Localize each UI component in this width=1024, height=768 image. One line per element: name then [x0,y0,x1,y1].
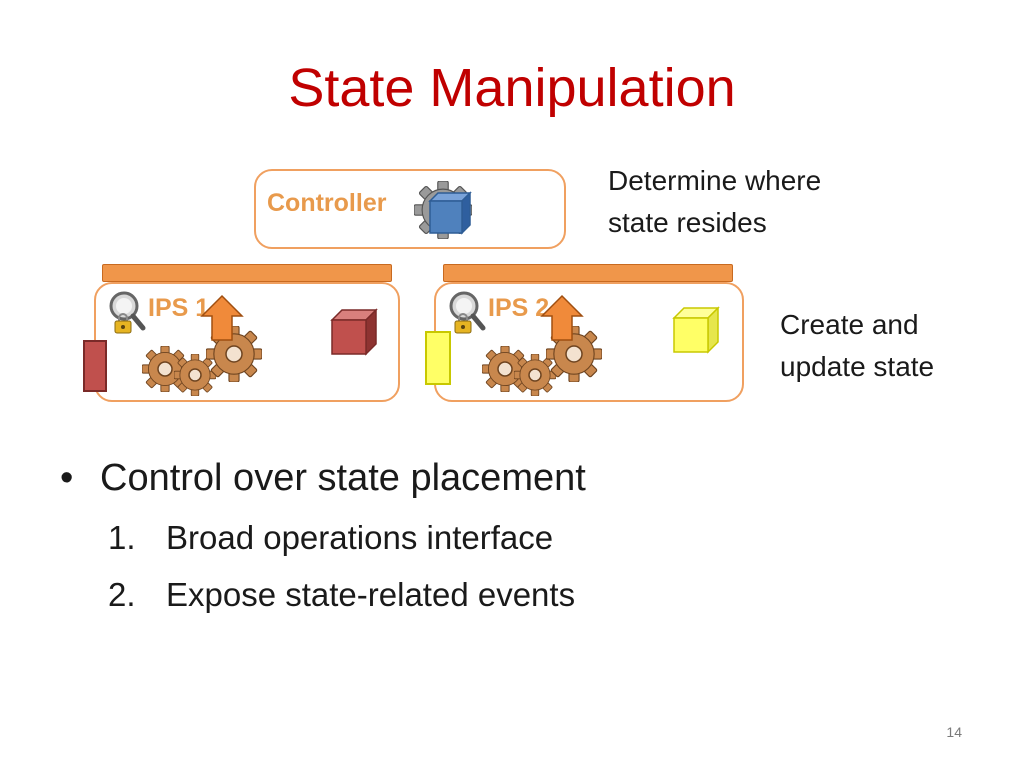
item-text: Broad operations interface [166,519,554,556]
red-cube-icon [330,308,378,356]
ips2-label: IPS 2 [488,294,550,322]
item-number: 2. [108,576,136,613]
annotation-top-line2: state resides [608,207,767,238]
magnifier-padlock-icon [449,291,486,334]
annotation-top-line1: Determine where [608,165,822,196]
annotation-determine-where: Determine where state resides [608,160,821,244]
red-state-block [83,340,107,392]
annotation-right-line1: Create and [780,309,919,340]
gears-with-arrow-icon [142,294,262,396]
bullet-dot: • [60,457,74,499]
gears-with-arrow-icon [482,294,602,396]
controller-label: Controller [267,189,387,217]
bullet-main-text: Control over state placement [100,457,586,499]
slide-title: State Manipulation [288,58,736,118]
annotation-right-line2: update state [780,351,935,382]
ips2-box: IPS 2 [434,282,744,402]
numbered-item-2: 2. Expose state-related events [108,571,575,619]
numbered-item-1: 1. Broad operations interface [108,514,553,562]
bullet-main: • Control over state placement [60,452,586,504]
annotation-create-update: Create and update state [780,304,934,388]
ips1-label: IPS 1 [148,294,210,322]
controller-box: Controller [254,169,566,249]
ips1-bar [102,264,392,282]
page-number: 14 [946,724,962,740]
yellow-state-block [425,331,451,385]
item-number: 1. [108,519,136,556]
ips1-box: IPS 1 [94,282,400,402]
ips2-bar [443,264,733,282]
controller-gear-cube-icon [414,181,472,239]
item-text: Expose state-related events [166,576,576,613]
yellow-cube-icon [672,306,720,354]
magnifier-padlock-icon [109,291,146,334]
